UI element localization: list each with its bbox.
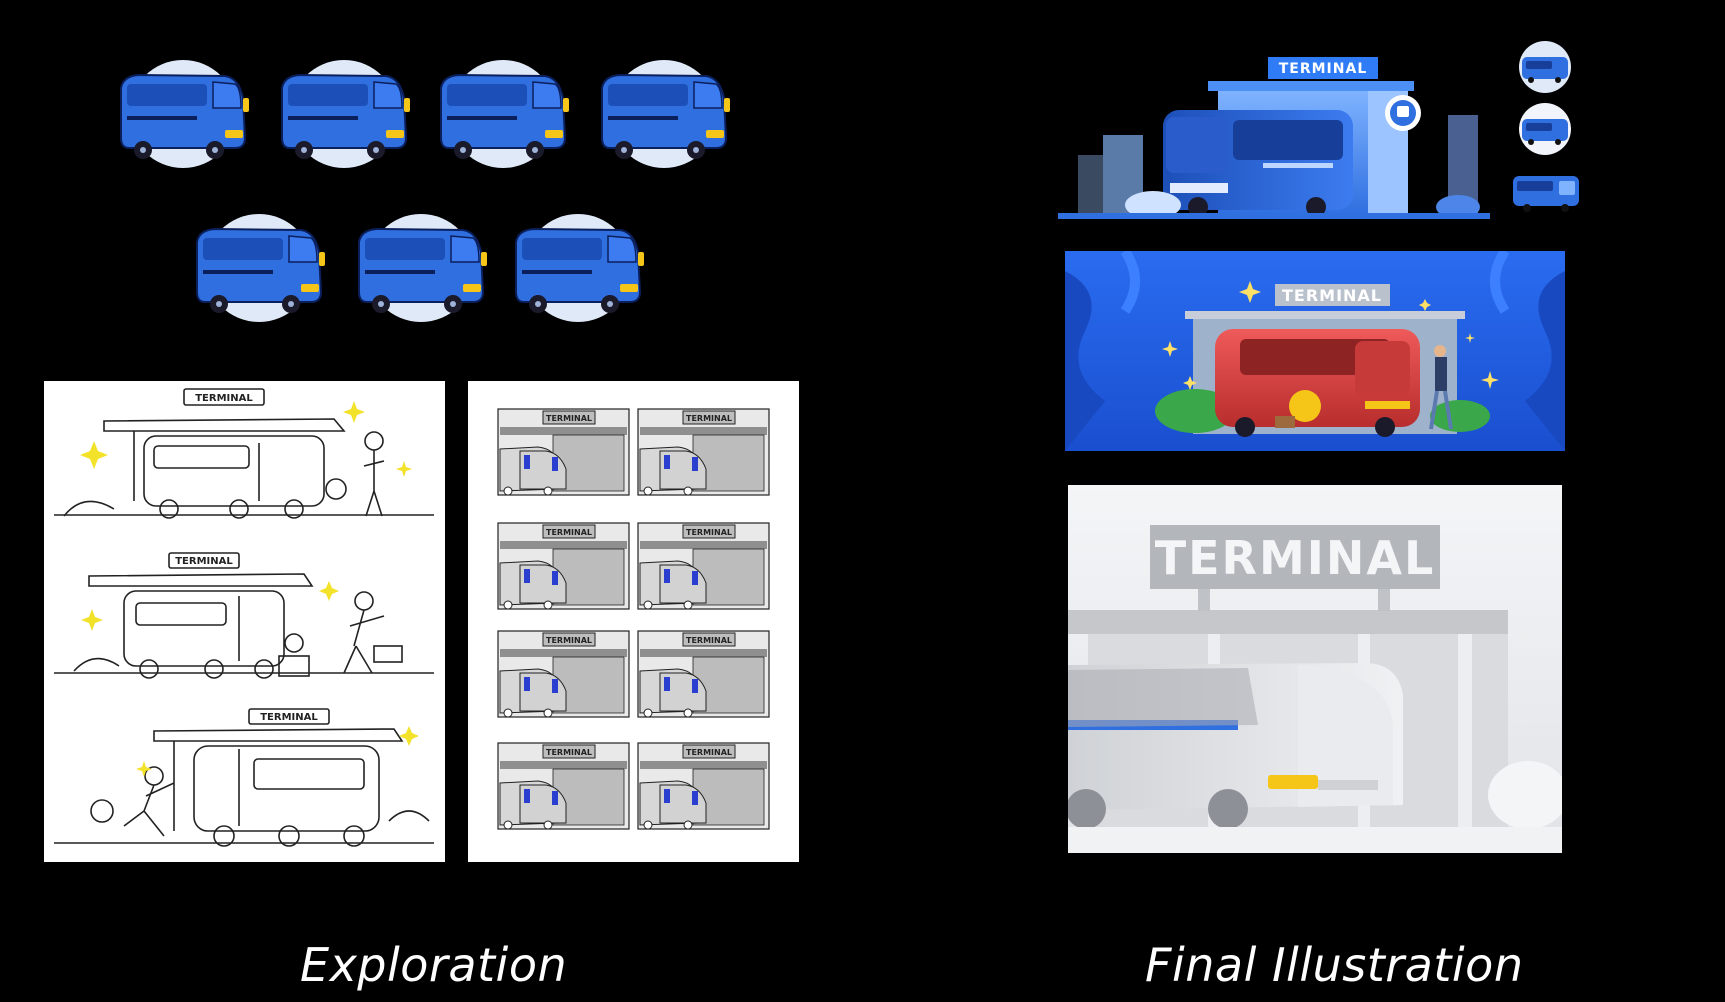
- thumb-sign-label: TERMINAL: [546, 636, 592, 645]
- bus-sketch-icon: [355, 212, 487, 324]
- thumb-sign-label: TERMINAL: [686, 636, 732, 645]
- bus-sketch-icon: [278, 58, 410, 170]
- thumbnail-frame: TERMINAL: [637, 408, 770, 496]
- final-terminal-banner: TERMINAL: [1065, 251, 1565, 451]
- thumbnail-frame: TERMINAL: [637, 522, 770, 610]
- final-terminal-render-white: TERMINAL: [1068, 485, 1562, 853]
- thumb-sign-label: TERMINAL: [546, 748, 592, 757]
- sketch-sign-label: TERMINAL: [175, 556, 233, 567]
- sketch-sheet-storyboard: TERMINAL TERMINAL TERMINAL: [44, 381, 445, 862]
- sketch-sign-label: TERMINAL: [195, 393, 253, 404]
- bus-sketch-icon: [512, 212, 644, 324]
- thumbnail-frame: TERMINAL: [497, 630, 630, 718]
- thumb-sign-label: TERMINAL: [686, 414, 732, 423]
- storyboard-sketch: TERMINAL TERMINAL TERMINAL: [54, 388, 434, 847]
- thumb-sign-label: TERMINAL: [546, 414, 592, 423]
- thumb-sign-label: TERMINAL: [546, 528, 592, 537]
- bus-sketch-icon: [117, 58, 249, 170]
- thumbnail-frame: TERMINAL: [497, 408, 630, 496]
- bus-circle-icon: [1518, 40, 1572, 94]
- caption-exploration: Exploration: [300, 938, 568, 992]
- thumbnail-frame: TERMINAL: [637, 630, 770, 718]
- final-terminal-scene-3d: TERMINAL: [1058, 55, 1490, 220]
- terminal-sign-label: TERMINAL: [1279, 61, 1368, 77]
- banner-sign-label: TERMINAL: [1282, 286, 1382, 305]
- thumbnail-frame: TERMINAL: [497, 742, 630, 830]
- render-sign-label: TERMINAL: [1155, 531, 1436, 585]
- sketch-sign-label: TERMINAL: [260, 712, 318, 723]
- thumbnail-frame: TERMINAL: [497, 522, 630, 610]
- sketch-sheet-thumbnails: TERMINAL TERMINAL: [468, 381, 799, 862]
- thumbnail-sketch-grid: TERMINAL TERMINAL: [497, 408, 770, 830]
- bus-flat-icon: [1511, 172, 1581, 214]
- bus-sketch-icon: [598, 58, 730, 170]
- thumb-sign-label: TERMINAL: [686, 748, 732, 757]
- bus-sketch-icon: [437, 58, 569, 170]
- bus-sketch-icon: [193, 212, 325, 324]
- thumbnail-frame: TERMINAL: [637, 742, 770, 830]
- caption-final-illustration: Final Illustration: [1145, 938, 1524, 992]
- thumb-sign-label: TERMINAL: [686, 528, 732, 537]
- bus-circle-icon: [1518, 102, 1572, 156]
